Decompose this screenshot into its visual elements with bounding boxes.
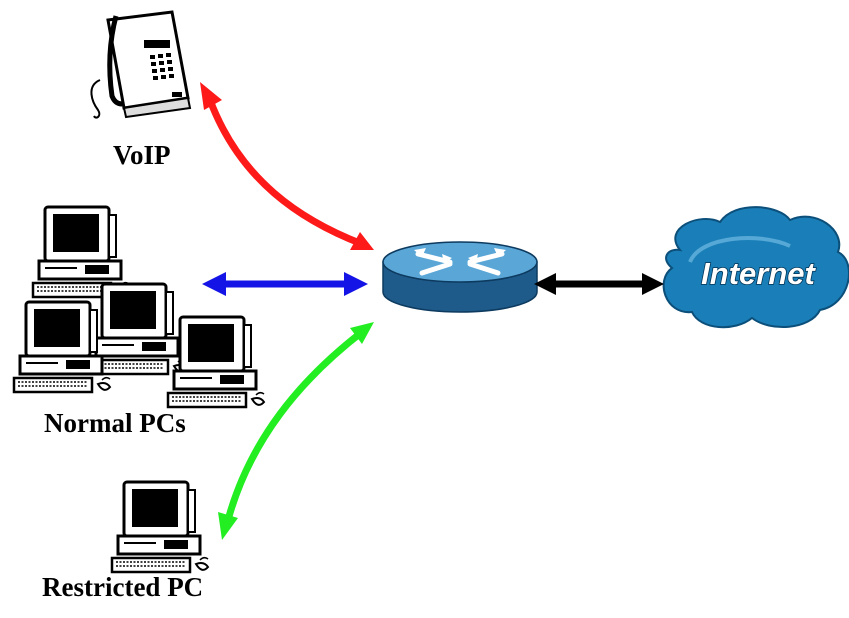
computer-icon — [110, 480, 210, 574]
arrowheads — [200, 82, 664, 540]
computer-icon — [166, 315, 266, 409]
cloud-icon — [662, 206, 849, 329]
router-icon — [382, 241, 538, 313]
computer-icon — [88, 282, 188, 376]
normal-pcs-icon — [12, 205, 266, 409]
internet-label: Internet — [701, 256, 816, 291]
network-links — [206, 98, 652, 521]
computer-icon — [12, 300, 112, 394]
restricted-pc-label: Restricted PC — [42, 572, 204, 602]
phone-icon — [90, 10, 192, 119]
normal-pcs-label: Normal PCs — [44, 408, 186, 438]
voip-label: VoIP — [113, 140, 171, 170]
